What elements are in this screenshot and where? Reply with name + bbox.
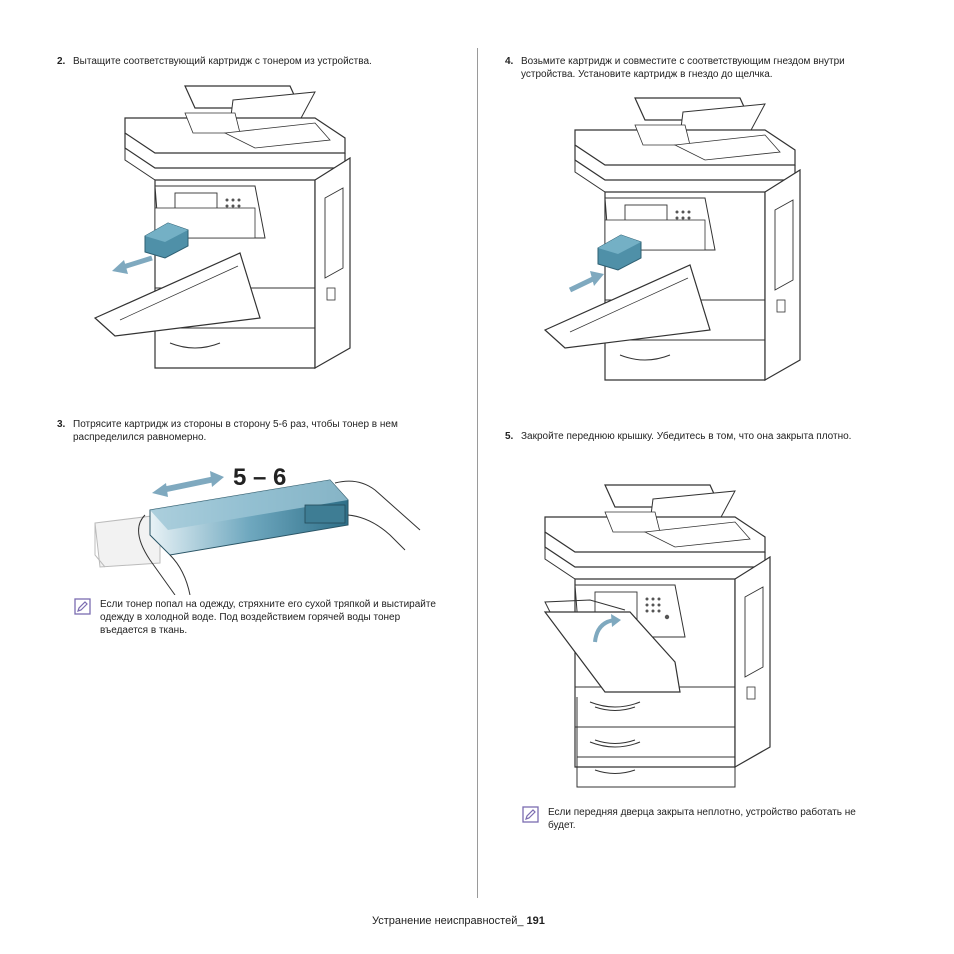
printer-remove-cartridge-illustration xyxy=(93,85,351,369)
note-pencil-icon xyxy=(522,806,539,823)
step-text: Потрясите картридж из стороны в сторону … xyxy=(73,419,398,443)
footer-section-label: Устранение неисправностей_ xyxy=(372,915,524,927)
step-number: 5. xyxy=(505,431,514,442)
step-5: 5. Закройте переднюю крышку. Убедитесь в… xyxy=(505,430,885,443)
note-text: Если тонер попал на одежду, стряхните ег… xyxy=(100,599,436,636)
step-text: Вытащите соответствующий картридж с тоне… xyxy=(73,56,372,67)
insert-arrow xyxy=(568,275,597,293)
step-text: Закройте переднюю крышку. Убедитесь в то… xyxy=(521,431,852,442)
step-number: 4. xyxy=(505,56,514,67)
toner-cartridge xyxy=(144,222,189,259)
step-2: 2. Вытащите соответствующий картридж с т… xyxy=(57,55,447,68)
step-number: 3. xyxy=(57,419,66,430)
note-text: Если передняя дверца закрыта неплотно, у… xyxy=(548,807,856,831)
step-number: 2. xyxy=(57,56,66,67)
toner-cartridge xyxy=(597,234,642,271)
step-3: 3. Потрясите картридж из стороны в сторо… xyxy=(57,418,447,444)
column-divider xyxy=(477,48,478,898)
shake-count-label: 5 – 6 xyxy=(233,464,286,491)
step-text: Возьмите картридж и совместите с соответ… xyxy=(521,56,845,80)
printer-close-door-illustration xyxy=(543,484,771,788)
note-clothing: Если тонер попал на одежду, стряхните ег… xyxy=(74,598,444,637)
note-door-closed: Если передняя дверца закрыта неплотно, у… xyxy=(522,806,882,832)
page-number: 191 xyxy=(526,915,545,927)
page-footer: Устранение неисправностей_ 191 xyxy=(372,915,545,927)
shake-cartridge-illustration: 5 – 6 xyxy=(94,464,421,595)
printer-insert-cartridge-illustration xyxy=(543,97,801,381)
step-4: 4. Возьмите картридж и совместите с соот… xyxy=(505,55,885,81)
note-pencil-icon xyxy=(74,598,91,615)
